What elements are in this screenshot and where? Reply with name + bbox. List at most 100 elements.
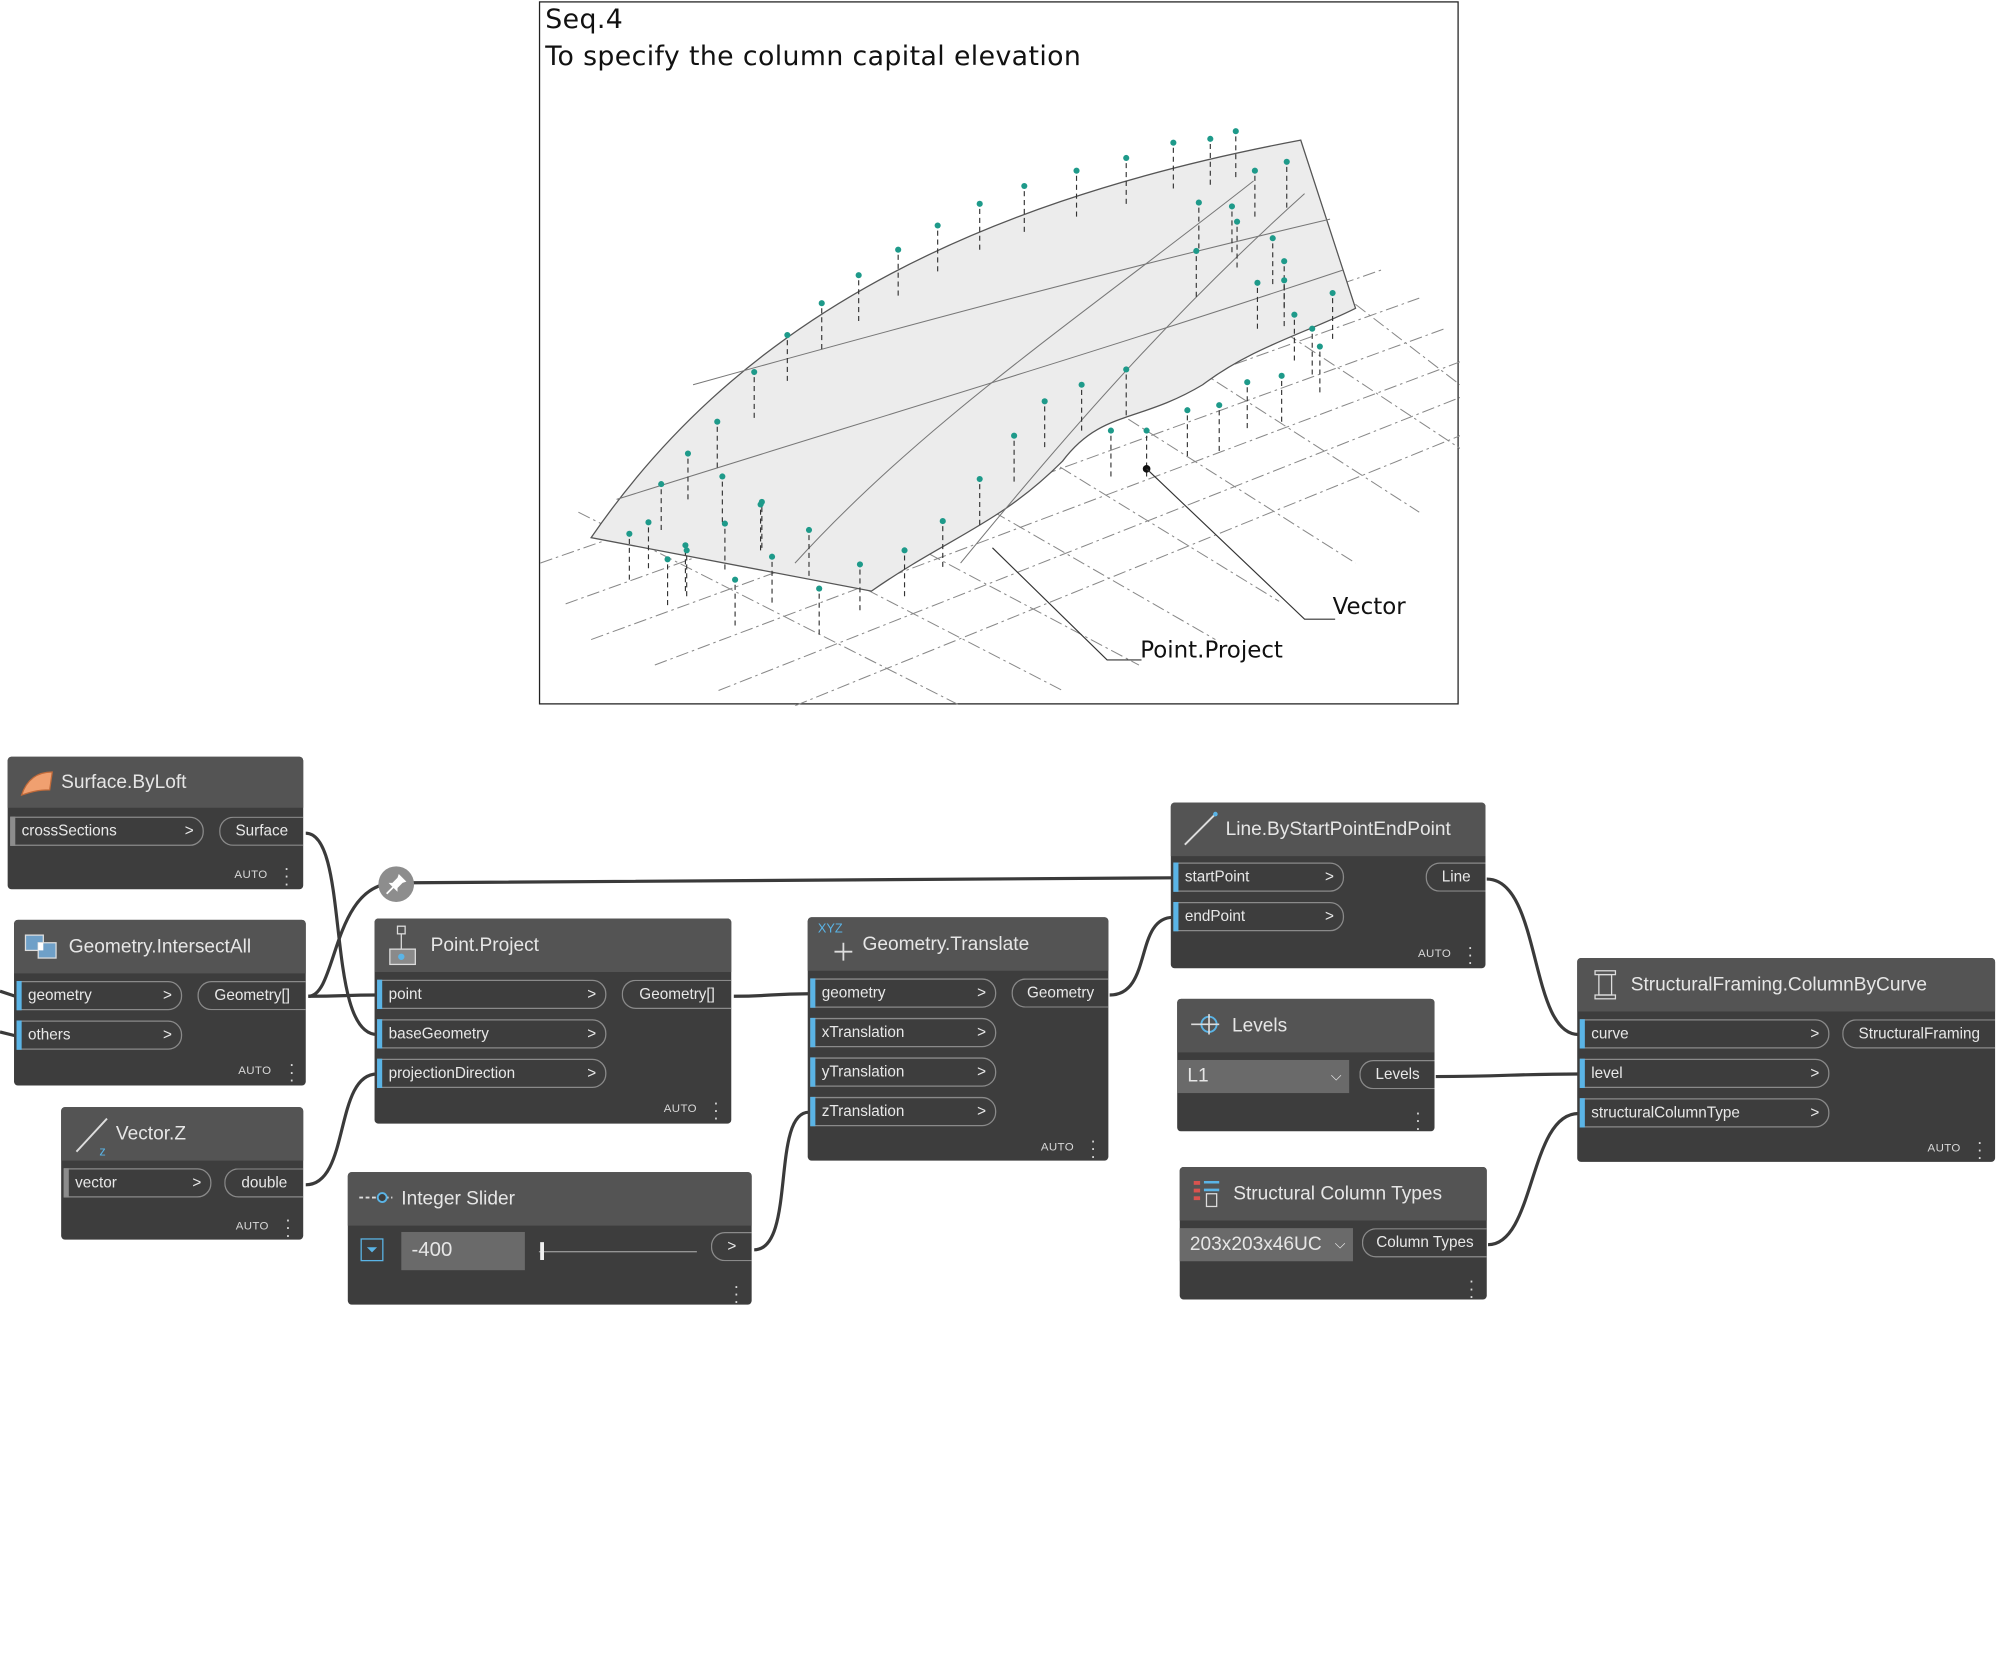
node-title: Integer Slider [401,1188,515,1210]
output-port-geometry-list[interactable]: Geometry[] [622,980,732,1009]
output-port-geometry-list[interactable]: Geometry[] [197,981,305,1010]
input-port-basegeometry[interactable]: baseGeometry> [377,1019,606,1048]
node-header[interactable]: StructuralFraming.ColumnByCurve [1577,958,1995,1012]
output-port-double[interactable]: double [224,1168,303,1197]
line-icon [1181,810,1219,853]
slider-track[interactable] [539,1251,697,1252]
output-port-surface[interactable]: Surface [219,817,303,846]
node-header[interactable]: Integer Slider [348,1172,752,1226]
node-vector-z[interactable]: z Vector.Z vector> double AUTO ··· [61,1107,303,1239]
node-title: Point.Project [431,934,539,956]
input-port-geometry[interactable]: geometry> [810,978,996,1007]
wire-translate-to-endpoint[interactable] [1110,917,1174,995]
node-title: Surface.ByLoft [61,771,186,793]
lacing-label: AUTO [238,1064,271,1077]
node-line-bystartpointendpoint[interactable]: Line.ByStartPointEndPoint startPoint> en… [1171,803,1486,969]
node-menu-icon[interactable]: ··· [288,1060,296,1083]
node-menu-icon[interactable]: ··· [284,1215,292,1238]
input-port-curve[interactable]: curve> [1580,1019,1830,1048]
node-structural-column-types[interactable]: Structural Column Types 203x203x46UC⌵ Co… [1180,1167,1487,1299]
node-point-project[interactable]: Point.Project point> baseGeometry> proje… [375,919,732,1124]
slider-thumb[interactable] [540,1242,544,1260]
node-title: Structural Column Types [1233,1183,1442,1205]
column-types-icon [1191,1178,1224,1214]
intersect-icon [23,930,61,968]
node-header[interactable]: Surface.ByLoft [8,757,304,808]
lacing-label: AUTO [1928,1142,1961,1155]
node-levels[interactable]: Levels L1⌵ Levels ··· [1177,999,1434,1131]
wire-project-to-translate[interactable] [734,994,809,997]
node-title: Vector.Z [116,1123,186,1145]
output-port-column-types[interactable]: Column Types [1362,1228,1487,1257]
node-title: Geometry.Translate [862,933,1029,955]
output-port-line[interactable]: Line [1426,862,1486,891]
output-port-levels[interactable]: Levels [1359,1060,1434,1089]
node-header[interactable]: z Vector.Z [61,1107,303,1161]
node-menu-icon[interactable]: ··· [712,1098,720,1121]
node-surface-byloft[interactable]: Surface.ByLoft crossSections> Surface AU… [8,757,304,889]
point-project-icon [385,924,421,972]
input-port-ztranslation[interactable]: zTranslation> [810,1097,996,1126]
node-integer-slider[interactable]: Integer Slider -400 > ··· [348,1172,752,1304]
node-menu-icon[interactable]: ··· [1089,1136,1097,1159]
vector-icon: z [71,1113,112,1161]
svg-text:z: z [99,1144,105,1157]
node-menu-icon[interactable]: ··· [283,864,291,887]
node-header[interactable]: Line.ByStartPointEndPoint [1171,803,1486,857]
input-port-structuralcolumntype[interactable]: structuralColumnType> [1580,1098,1830,1127]
node-header[interactable]: Structural Column Types [1180,1167,1487,1221]
column-icon [1593,968,1618,1006]
node-geometry-intersectall[interactable]: Geometry.IntersectAll geometry> others> … [14,920,306,1086]
input-port-startpoint[interactable]: startPoint> [1173,862,1344,891]
node-header[interactable]: Geometry.IntersectAll [14,920,306,974]
levels-dropdown[interactable]: L1⌵ [1177,1060,1349,1093]
wire-intersectall-to-point[interactable] [308,995,377,996]
lacing-label: AUTO [236,1219,269,1232]
levels-icon [1189,1012,1222,1045]
node-header[interactable]: XYZ Geometry.Translate [808,917,1109,971]
lacing-label: AUTO [1418,947,1451,960]
node-menu-icon[interactable]: ··· [1414,1108,1422,1131]
node-menu-icon[interactable]: ··· [733,1282,741,1305]
node-header[interactable]: Levels [1177,999,1434,1053]
lacing-label: AUTO [234,868,267,881]
slider-icon [357,1189,395,1212]
input-port-others[interactable]: others> [17,1020,183,1049]
node-header[interactable]: Point.Project [375,919,732,973]
node-title: Levels [1232,1015,1287,1037]
node-title: Line.ByStartPointEndPoint [1226,819,1451,841]
input-port-vector[interactable]: vector> [64,1168,212,1197]
wire-levels-to-level[interactable] [1436,1074,1579,1077]
wire-vectorz-to-projectiondirection[interactable] [306,1074,377,1185]
output-port-structuralframing[interactable]: StructuralFraming [1842,1019,1995,1048]
column-types-dropdown[interactable]: 203x203x46UC⌵ [1180,1228,1353,1261]
chevron-down-icon: ⌵ [1331,1060,1342,1093]
input-port-crosssections[interactable]: crossSections> [10,817,204,846]
output-port-geometry[interactable]: Geometry [1012,978,1109,1007]
output-port-value[interactable]: > [711,1232,752,1261]
input-port-projectiondirection[interactable]: projectionDirection> [377,1059,606,1088]
lacing-label: AUTO [1041,1140,1074,1153]
wire-columntypes-to-type[interactable] [1488,1113,1578,1244]
slider-value-field[interactable]: -400 [401,1232,525,1270]
node-menu-icon[interactable]: ··· [1468,1277,1476,1300]
node-menu-icon[interactable]: ··· [1466,943,1474,966]
translate-xyz-icon: XYZ [818,922,843,936]
input-port-level[interactable]: level> [1580,1059,1830,1088]
node-menu-icon[interactable]: ··· [1976,1138,1984,1161]
input-port-geometry[interactable]: geometry> [17,981,183,1010]
input-port-point[interactable]: point> [377,980,606,1009]
wire-slider-to-ztranslation[interactable] [754,1112,809,1250]
lacing-label: AUTO [664,1102,697,1115]
node-geometry-translate[interactable]: XYZ Geometry.Translate geometry> xTransl… [808,917,1109,1160]
input-port-xtranslation[interactable]: xTranslation> [810,1018,996,1047]
pin-icon[interactable] [378,866,414,902]
expand-slider-button[interactable] [361,1238,384,1261]
input-port-ytranslation[interactable]: yTranslation> [810,1057,996,1086]
wire-line-to-curve[interactable] [1487,879,1579,1034]
node-structuralframing-columnbycurve[interactable]: StructuralFraming.ColumnByCurve curve> l… [1577,958,1995,1162]
surface-icon [19,767,55,805]
node-title: StructuralFraming.ColumnByCurve [1631,974,1927,996]
input-port-endpoint[interactable]: endPoint> [1173,902,1344,931]
